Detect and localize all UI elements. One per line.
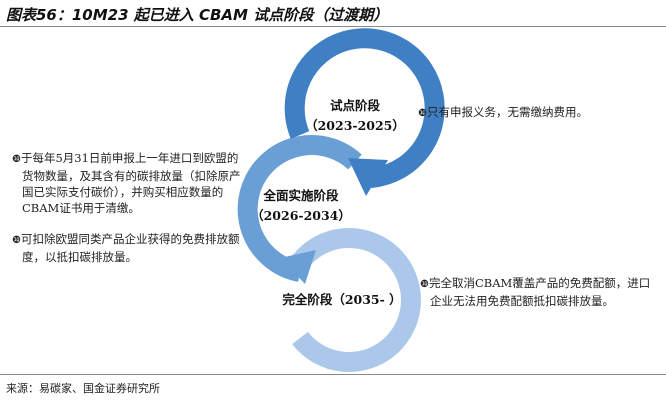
complete-stage-ring [292, 228, 421, 372]
bullet-icon: ❿ [12, 154, 21, 165]
stage-pilot-period: （2023-2025） [305, 118, 405, 133]
bullet-icon: ❿ [12, 235, 21, 246]
full-impl-note-1-text: 于每年5月31日前申报上一年进口到欧盟的货物数量，及其含有的碳排放量（扣除原产国… [20, 151, 241, 215]
pilot-arrow-icon [348, 158, 388, 196]
complete-note-text: 完全取消CBAM覆盖产品的免费配额，进口企业无法用免费配额抵扣碳排放量。 [428, 276, 651, 308]
stage-full-impl: 全面实施阶段 （2026-2034） [246, 186, 356, 226]
full-impl-note-2: ❿可扣除欧盟同类产品企业获得的免费排放额度，以抵扣碳排放量。 [12, 231, 244, 265]
stage-full-impl-period: （2026-2034） [251, 208, 351, 223]
stage-pilot-name: 试点阶段 [329, 98, 380, 113]
complete-note: ❿完全取消CBAM覆盖产品的免费配额，进口企业无法用免费配额抵扣碳排放量。 [420, 275, 652, 309]
bullet-icon: ❿ [418, 108, 427, 119]
full-impl-stage-ring [237, 135, 362, 282]
top-divider [0, 26, 666, 27]
pilot-note-text: 只有申报义务，无需缴纳费用。 [426, 105, 588, 119]
stage-complete-name: 完全阶段（2035- ） [282, 292, 402, 307]
figure-title: 图表56：10M23 起已进入 CBAM 试点阶段（过渡期） [6, 6, 389, 24]
stage-full-impl-name: 全面实施阶段 [263, 188, 339, 203]
bottom-divider [0, 374, 666, 375]
bullet-icon: ❿ [420, 279, 429, 290]
pilot-stage-ring [284, 28, 445, 188]
stage-complete: 完全阶段（2035- ） [272, 290, 412, 310]
source-note: 来源：易碳家、国金证券研究所 [6, 382, 160, 395]
pilot-note: ❿只有申报义务，无需缴纳费用。 [418, 104, 658, 122]
full-impl-arrow-icon [280, 250, 316, 284]
stage-pilot: 试点阶段 （2023-2025） [300, 96, 410, 136]
full-impl-note-2-text: 可扣除欧盟同类产品企业获得的免费排放额度，以抵扣碳排放量。 [20, 232, 240, 264]
full-impl-note-1: ❿于每年5月31日前申报上一年进口到欧盟的货物数量，及其含有的碳排放量（扣除原产… [12, 150, 244, 216]
